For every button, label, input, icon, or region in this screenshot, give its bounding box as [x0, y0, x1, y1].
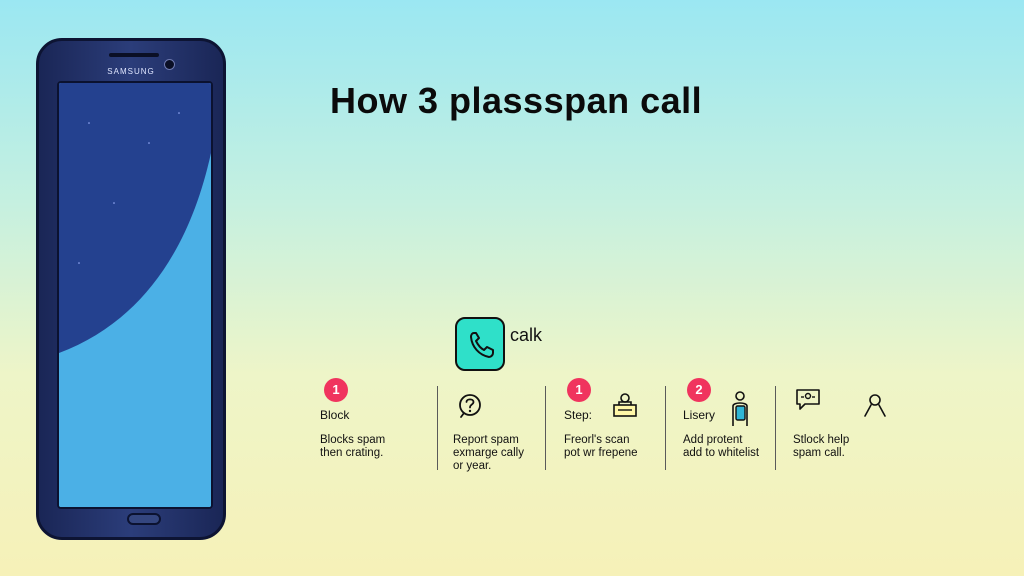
question-icon [459, 394, 481, 418]
step-4-title: Lisery [683, 408, 716, 422]
phone-icon [470, 332, 494, 358]
camera-icon [164, 59, 175, 70]
step-3-desc-line: Freorl's scan [564, 434, 630, 446]
step-3-desc: Freorl's scan pot wr frepene [564, 434, 694, 460]
step-4-badge: 2 [687, 378, 711, 402]
step-4-desc: Add protent add to whitelist [683, 434, 813, 460]
phone-brand: SAMSUNG [107, 67, 155, 76]
step-2-desc-line: exmarge cally [453, 447, 524, 459]
page-title: How 3 plassspan call [330, 80, 703, 121]
phone-illustration: SAMSUNG [36, 38, 226, 540]
step-4-desc-line: add to whitelist [683, 447, 760, 459]
step-2-desc-line: Report spam [453, 434, 519, 446]
step-3-badge: 1 [567, 378, 591, 402]
phone-screen [57, 81, 213, 509]
step-5-desc: Stlock help spam call. [793, 434, 923, 460]
step-1-desc: Blocks spam then crating. [320, 434, 450, 460]
step-1-badge: 1 [324, 378, 348, 402]
step-2-desc-line: or year. [453, 460, 492, 472]
divider [437, 386, 438, 470]
chat-person-icon [796, 389, 820, 410]
app-label: calk [510, 325, 543, 345]
home-button[interactable] [127, 513, 161, 525]
divider [775, 386, 776, 470]
step-5-desc-line: Stlock help [793, 434, 850, 446]
step-5-desc-line: spam call. [793, 447, 845, 459]
step-1-title: Block [320, 408, 350, 422]
person-tablet-icon [732, 391, 748, 426]
step-3-desc-line: pot wr frepene [564, 447, 638, 459]
person-report-icon [613, 393, 637, 417]
step-2-desc: Report spam exmarge cally or year. [453, 434, 583, 473]
phone-app-icon[interactable] [455, 317, 505, 371]
phone-speaker [109, 53, 159, 57]
step-3-title: Step: [564, 408, 593, 422]
step-1-desc-line: then crating. [320, 447, 384, 459]
person-icon [864, 394, 886, 417]
divider [665, 386, 666, 470]
divider [545, 386, 546, 470]
step-1-desc-line: Blocks spam [320, 434, 386, 446]
step-4-desc-line: Add protent [683, 434, 743, 446]
